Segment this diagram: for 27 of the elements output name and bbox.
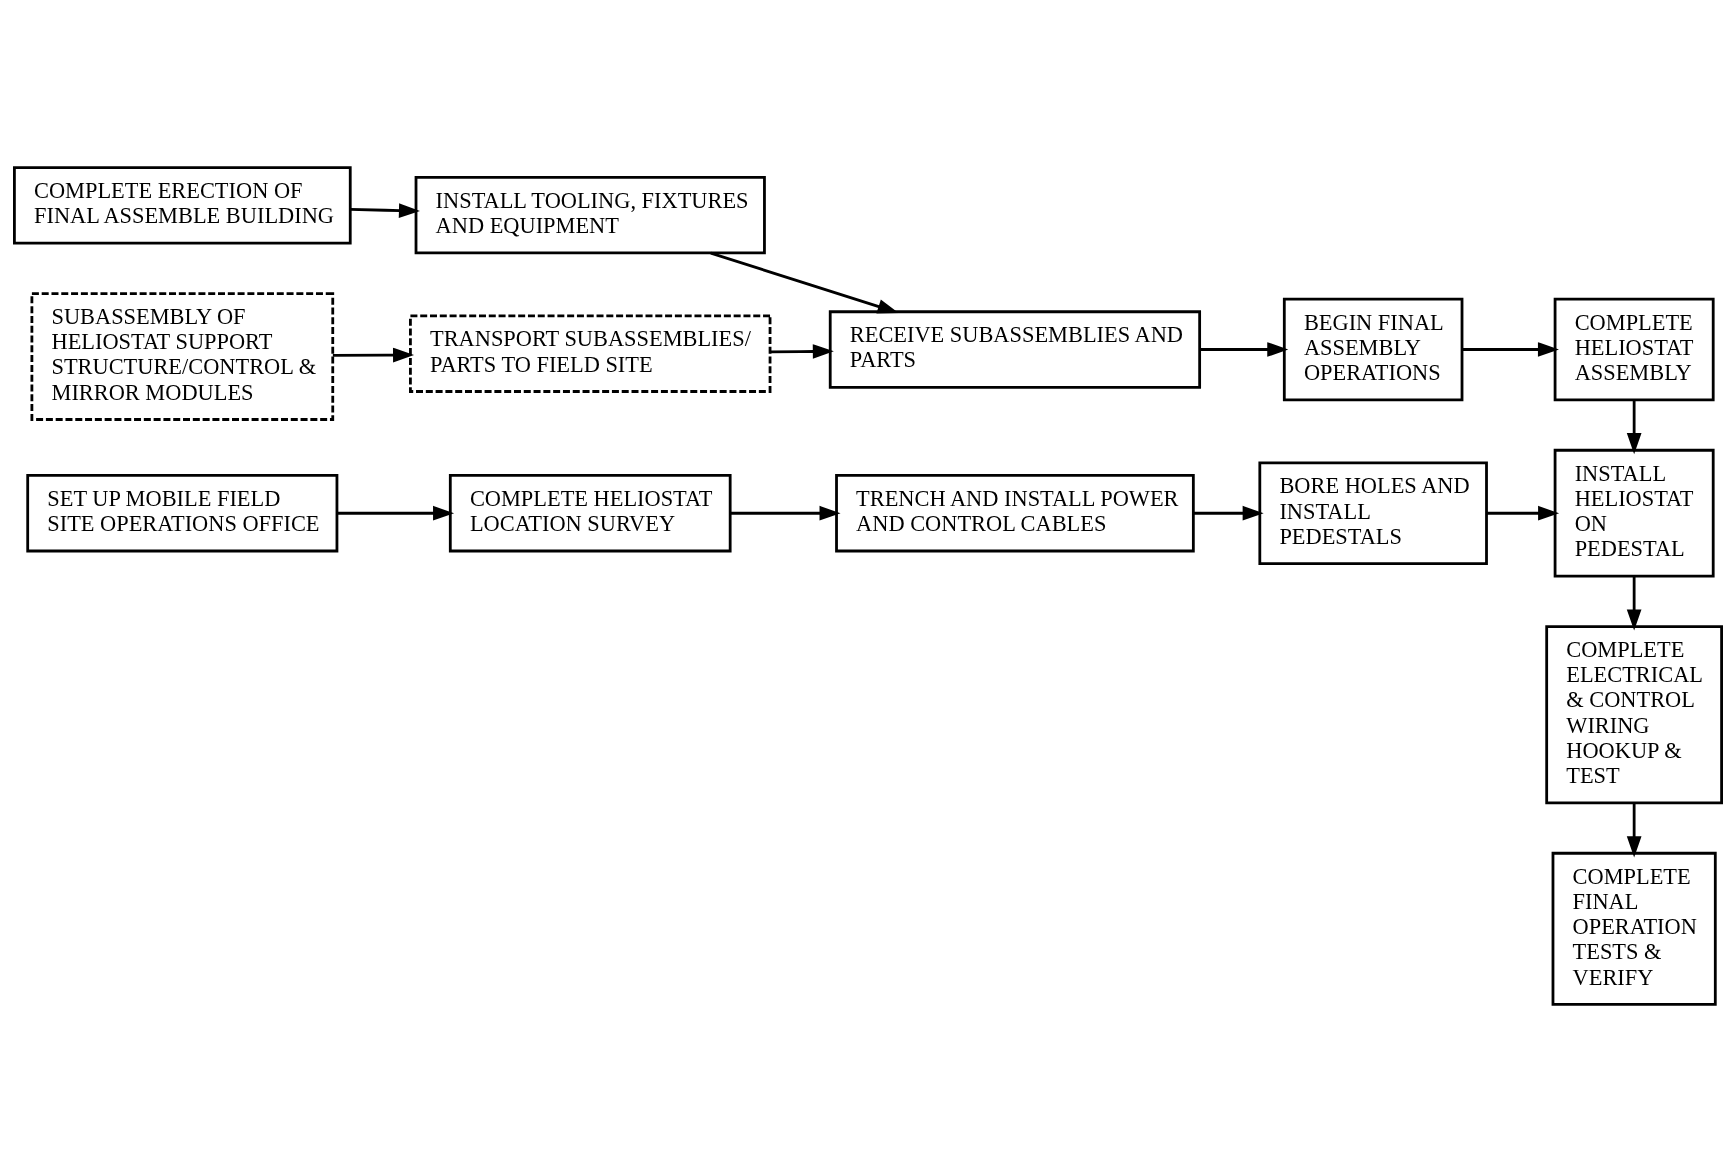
arrow: [1199, 341, 1289, 357]
arrow: [350, 202, 420, 218]
node-box: RECEIVE SUBASSEMBLIES AND PARTS: [828, 309, 1202, 389]
arrow: [1486, 505, 1560, 521]
arrow: [1193, 505, 1264, 521]
arrow: [332, 347, 415, 362]
arrow: [1626, 399, 1642, 454]
arrow: [710, 251, 899, 314]
arrow: [730, 505, 841, 521]
node-box: COMPLETE ELECTRICAL & CONTROL WIRING HOOKUP & TEST: [1545, 624, 1723, 804]
node-box: COMPLETE HELIOSTAT LOCATION SURVEY: [448, 473, 732, 552]
arrow: [770, 343, 834, 359]
node-box: BEGIN FINAL ASSEMBLY OPERATIONS: [1282, 297, 1464, 401]
node-box: COMPLETE FINAL OPERATION TESTS & VERIFY: [1551, 851, 1717, 1006]
arrow: [1462, 341, 1559, 357]
node-box: TRENCH AND INSTALL POWER AND CONTROL CABLES: [835, 473, 1195, 552]
node-box: SET UP MOBILE FIELD SITE OPERATIONS OFFICE: [26, 473, 339, 552]
node-box: SUBASSEMBLY OF HELIOSTAT SUPPORT STRUCTURE/CONTROL & MIRROR MODULES: [30, 291, 335, 421]
node-box: INSTALL TOOLING, FIXTURES AND EQUIPMENT: [414, 175, 766, 254]
arrow: [337, 505, 455, 521]
node-box: TRANSPORT SUBASSEMBLIES/ PARTS TO FIELD SITE: [409, 314, 772, 393]
arrow: [1626, 802, 1642, 857]
arrow: [1626, 575, 1642, 630]
node-box: BORE HOLES AND INSTALL PEDESTALS: [1258, 460, 1488, 565]
node-box: COMPLETE HELIOSTAT ASSEMBLY: [1553, 297, 1715, 401]
node-box: COMPLETE ERECTION OF FINAL ASSEMBLE BUILDING: [13, 165, 352, 245]
node-box: INSTALL HELIOSTAT ON PEDESTAL: [1553, 448, 1715, 578]
